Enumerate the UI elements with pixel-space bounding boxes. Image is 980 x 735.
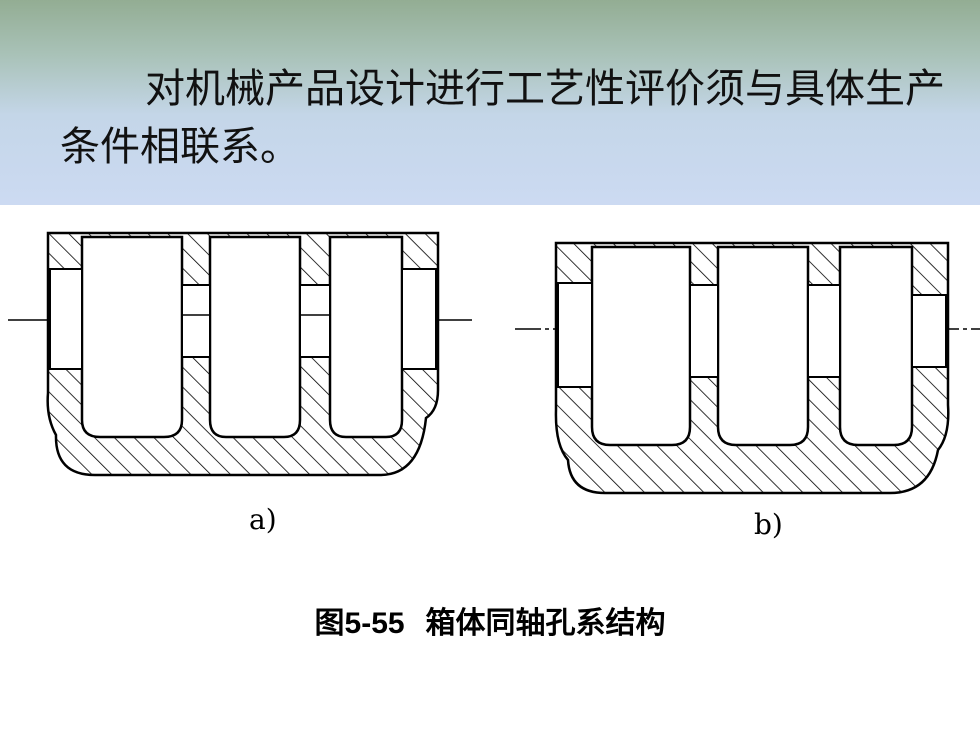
coaxial-hole-diagram <box>8 231 980 495</box>
slide-paragraph: 对机械产品设计进行工艺性评价须与具体生产条件相联系。 <box>60 66 945 170</box>
figure-caption: 图5-55 箱体同轴孔系结构 <box>0 598 980 642</box>
box-structure-a <box>8 231 472 477</box>
box-structure-b <box>515 241 980 495</box>
title-banner: 对机械产品设计进行工艺性评价须与具体生产条件相联系。 <box>0 0 980 205</box>
caption-text: 箱体同轴孔系结构 <box>425 606 666 641</box>
caption-number: 图5-55 <box>314 607 405 640</box>
figure-label-a: a) <box>249 503 277 536</box>
figure-label-b: b) <box>754 508 783 541</box>
